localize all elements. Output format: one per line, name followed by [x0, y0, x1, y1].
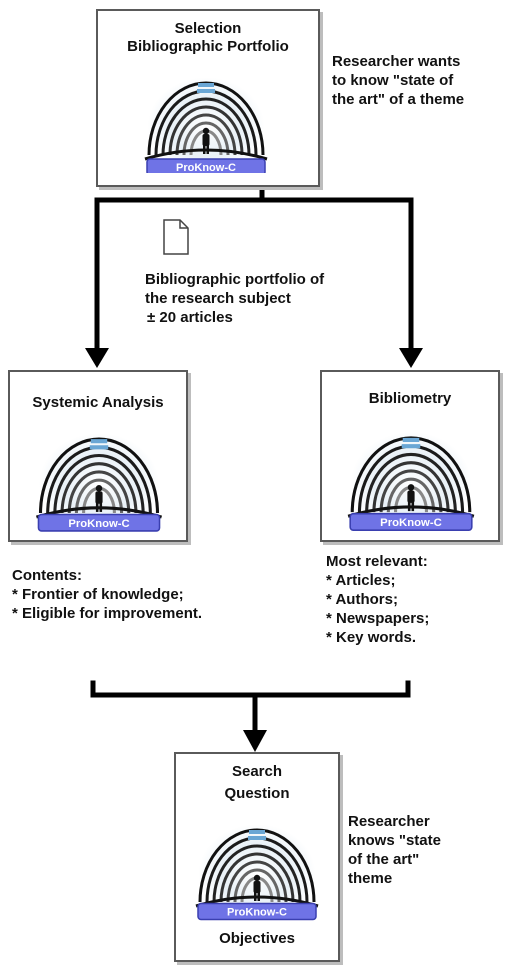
- note-line: theme: [348, 870, 393, 887]
- objectives-label: Objectives: [219, 930, 295, 947]
- note-line: * Eligible for improvement.: [12, 605, 203, 622]
- most-relevant-note: Most relevant: * Articles; * Authors; * …: [326, 552, 429, 647]
- note-line: to know "state of: [332, 72, 454, 89]
- systemic-analysis-title: Systemic Analysis: [32, 394, 164, 411]
- note-line: the art" of a theme: [332, 91, 465, 108]
- selection-title-line1: Selection: [174, 20, 242, 37]
- note-line: Contents:: [12, 567, 82, 584]
- proknow-c-logo: ProKnow-C: [141, 63, 271, 173]
- note-line: ± 20 articles: [147, 309, 233, 326]
- proknow-c-logo: ProKnow-C: [344, 414, 478, 534]
- left-arrowhead: [85, 348, 109, 368]
- portfolio-note: Bibliographic portfolio of the research …: [145, 270, 324, 327]
- note-line: * Authors;: [326, 591, 398, 608]
- document-icon: [163, 219, 189, 255]
- search-title-line2: Question: [224, 785, 290, 802]
- note-line: * Key words.: [326, 629, 417, 646]
- researcher-wants-note: Researcher wants to know "state of the a…: [332, 52, 464, 109]
- proknow-c-badge: ProKnow-C: [68, 518, 129, 530]
- merge-arrowhead: [243, 730, 267, 752]
- search-question-box: Search Question ProKnow-C Objectives: [174, 752, 340, 962]
- note-line: * Newspapers;: [326, 610, 430, 627]
- systemic-analysis-box: Systemic Analysis ProKnow-C: [8, 370, 188, 542]
- note-line: Most relevant:: [326, 553, 428, 570]
- researcher-knows-note: Researcher knows "state of the art" them…: [348, 812, 441, 888]
- search-title-line1: Search: [231, 763, 283, 780]
- note-line: Bibliographic portfolio of: [145, 271, 325, 288]
- proknow-c-badge: ProKnow-C: [380, 517, 442, 529]
- contents-note: Contents: * Frontier of knowledge; * Eli…: [12, 566, 202, 623]
- bibliometry-box: Bibliometry ProKnow-C: [320, 370, 500, 542]
- note-line: Researcher wants: [332, 53, 461, 70]
- note-line: knows "state: [348, 832, 441, 849]
- proknow-c-logo: ProKnow-C: [32, 416, 166, 534]
- proknow-c-logo: ProKnow-C: [192, 806, 322, 924]
- note-line: * Articles;: [326, 572, 396, 589]
- note-line: Researcher: [348, 813, 430, 830]
- proknow-c-badge: ProKnow-C: [176, 162, 236, 173]
- note-line: of the art": [348, 851, 420, 868]
- right-arrowhead: [399, 348, 423, 368]
- bibliometry-title: Bibliometry: [368, 390, 452, 407]
- note-line: the research subject: [145, 290, 291, 307]
- note-line: * Frontier of knowledge;: [12, 586, 184, 603]
- proknow-c-badge: ProKnow-C: [227, 907, 287, 919]
- selection-box: Selection Bibliographic Portfolio ProKno…: [96, 9, 320, 187]
- selection-title-line2: Bibliographic Portfolio: [127, 38, 289, 55]
